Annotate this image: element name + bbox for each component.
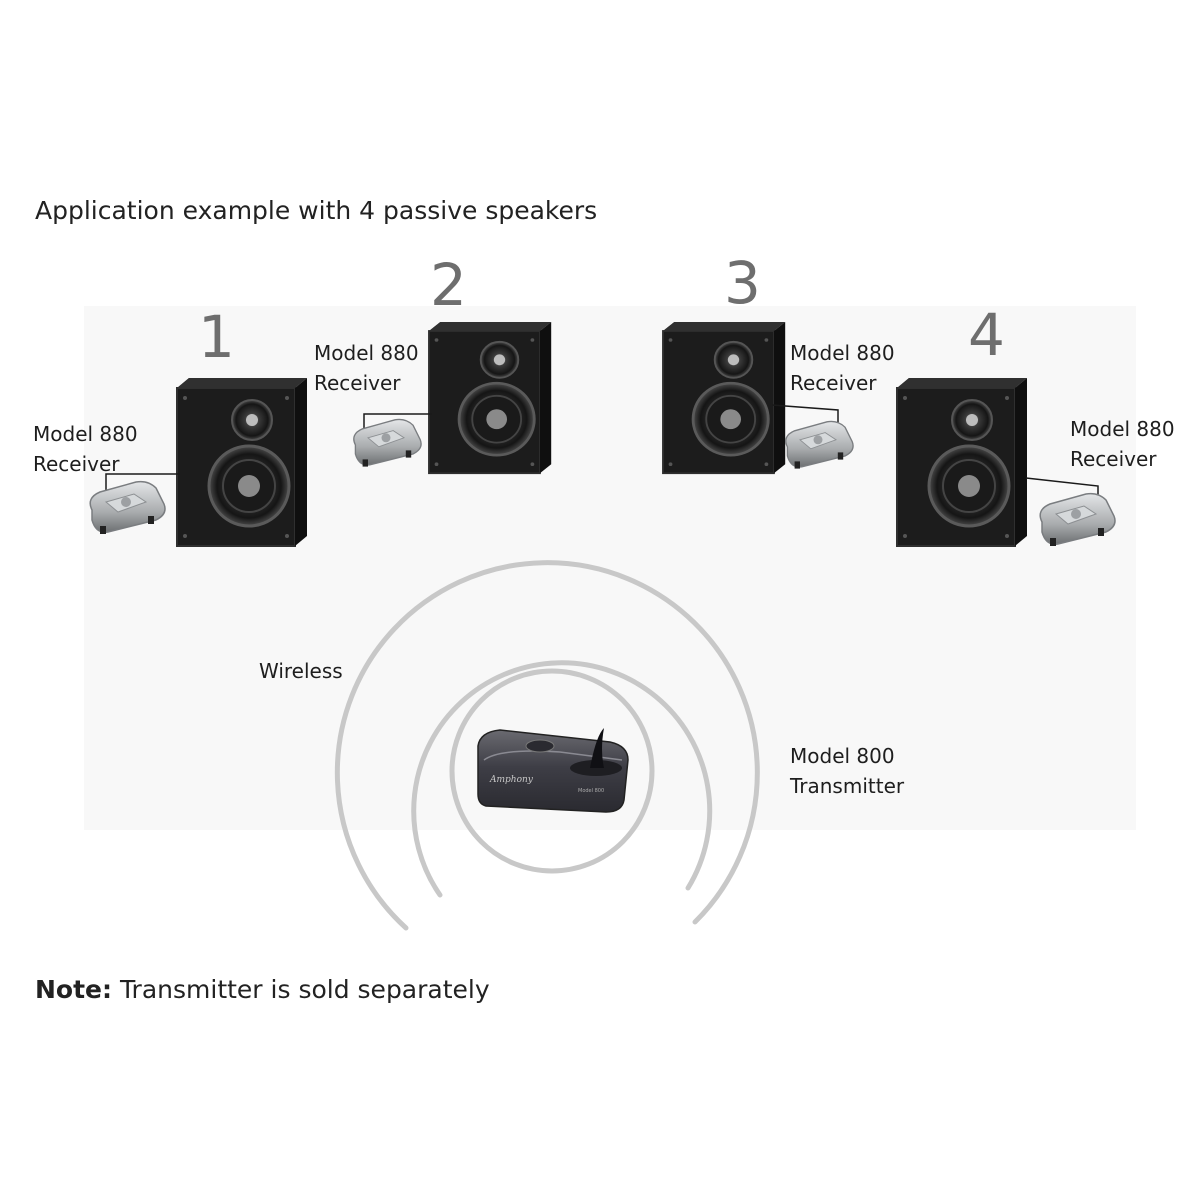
receiver-4 [1039, 492, 1116, 547]
note: Note: Transmitter is sold separately [35, 975, 490, 1004]
wireless-label: Wireless [259, 659, 343, 683]
receiver-label-4: Model 880 Receiver [1070, 417, 1175, 471]
speaker-cable-2 [363, 413, 432, 428]
speaker-3 [661, 320, 787, 475]
speaker-1 [175, 376, 309, 548]
receiver-label-2: Model 880 Receiver [314, 341, 419, 395]
transmitter-brand: Amphony [489, 775, 534, 785]
note-label: Note: [35, 975, 113, 1004]
speaker-cable-1 [105, 473, 180, 492]
transmitter-model-tag: Model 800 [578, 788, 604, 794]
wireless-waves [334, 560, 760, 931]
receiver-label-1: Model 880 Receiver [33, 422, 138, 476]
speaker-4 [895, 376, 1029, 548]
speaker-number-1: 1 [198, 303, 235, 371]
speaker-number-4: 4 [968, 301, 1005, 369]
diagram-title: Application example with 4 passive speak… [35, 196, 598, 225]
speaker-2 [427, 320, 553, 475]
speaker-number-3: 3 [724, 249, 761, 317]
receiver-label-3: Model 880 Receiver [790, 341, 895, 395]
transmitter-device: Amphony Model 800 [477, 728, 629, 813]
receiver-3 [785, 420, 854, 470]
receiver-1 [89, 480, 166, 535]
transmitter-label: Model 800 Transmitter [790, 744, 905, 798]
note-text: Transmitter is sold separately [112, 975, 490, 1004]
speaker-number-2: 2 [430, 251, 467, 319]
